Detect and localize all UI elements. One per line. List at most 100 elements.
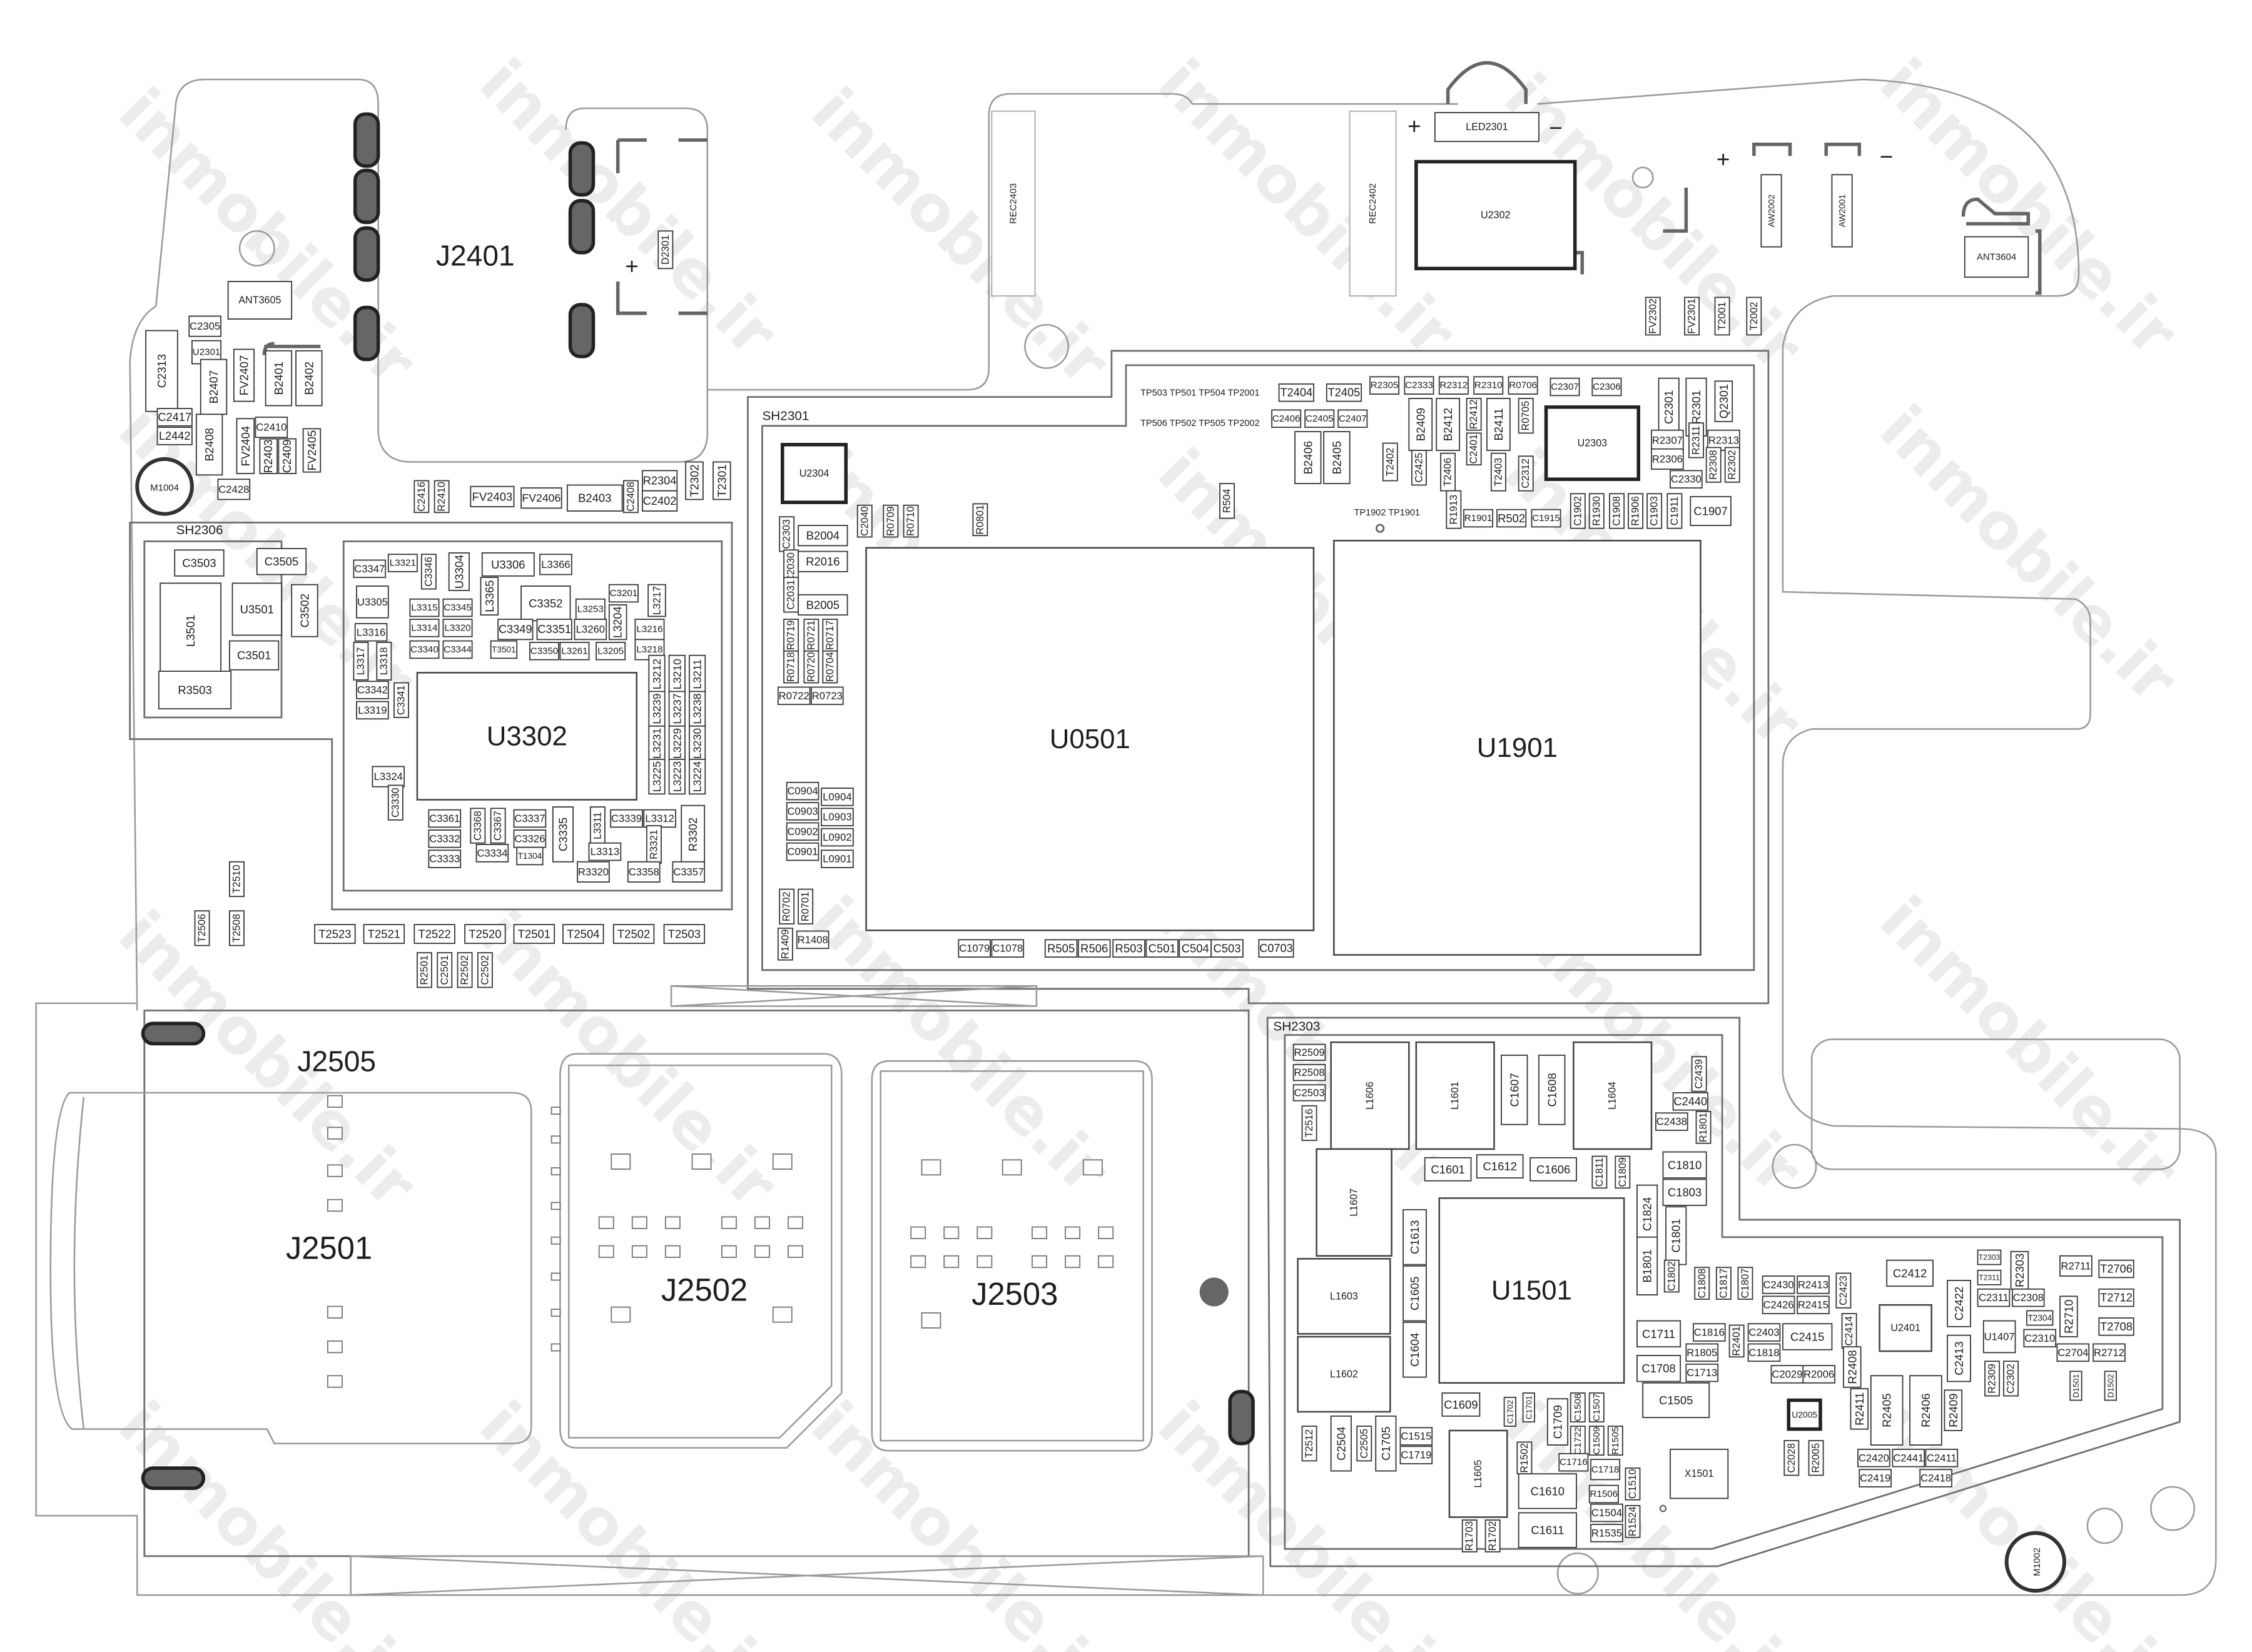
component-c1709: C1709 xyxy=(1546,1398,1569,1446)
contact-pad xyxy=(772,1306,793,1323)
contact-pad xyxy=(664,1216,681,1229)
component-t2706: T2706 xyxy=(2098,1259,2134,1279)
component-r1801: R1801 xyxy=(1695,1111,1712,1144)
component-b2407: B2407 xyxy=(200,358,228,415)
component-designator: C2409 xyxy=(281,439,293,473)
component-outline xyxy=(883,504,899,538)
component-outline xyxy=(1330,1415,1352,1472)
contact-pad xyxy=(598,1245,614,1258)
component-r0718: R0718 xyxy=(783,650,799,684)
component-outline xyxy=(420,554,437,590)
component-designator: L3365 xyxy=(483,580,496,612)
component-c3326: C3326 xyxy=(513,829,547,848)
component-outline xyxy=(798,550,848,572)
component-r1409: R1409 xyxy=(777,927,793,961)
component-outline xyxy=(2056,1343,2090,1362)
component-designator: C2410 xyxy=(256,422,287,433)
watermark-text: inmobile.ir xyxy=(466,1387,791,1652)
component-c1713: C1713 xyxy=(1685,1363,1719,1382)
component-outline xyxy=(409,598,440,617)
connector-label: J2401 xyxy=(436,240,515,272)
mount-m1004: M1004 xyxy=(135,457,194,516)
component-outline xyxy=(442,598,473,617)
component-designator: C1713 xyxy=(1686,1367,1717,1379)
component-designator: C2425 xyxy=(1413,453,1424,483)
component-outline xyxy=(1590,1503,1623,1523)
watermark-text: inmobile.ir xyxy=(1866,45,2191,370)
component-c504: C504 xyxy=(1179,939,1212,958)
component-designator: T2516 xyxy=(1304,1109,1315,1138)
component-l3318: L3318 xyxy=(376,642,392,681)
component-designator: R1913 xyxy=(1448,495,1459,525)
component-outline xyxy=(1590,1524,1623,1543)
component-outline xyxy=(1278,383,1314,402)
component-designator: T2304 xyxy=(2027,1313,2052,1322)
component-outline xyxy=(314,924,356,945)
component-r0717: R0717 xyxy=(822,619,838,652)
component-outline xyxy=(1835,1272,1852,1309)
component-outline xyxy=(1402,1265,1427,1322)
component-outline xyxy=(647,584,666,617)
contact-pad xyxy=(327,1305,343,1319)
component-designator: C3330 xyxy=(390,788,401,818)
component-designator: L3218 xyxy=(636,644,662,655)
component-l3225: L3225 xyxy=(648,758,666,795)
component-designator: U1901 xyxy=(1477,732,1558,763)
component-outline xyxy=(1737,1267,1753,1300)
component-designator: U0501 xyxy=(1050,724,1130,754)
component-l3501: L3501 xyxy=(160,582,221,679)
component-outline xyxy=(160,582,221,679)
component-outline xyxy=(1434,112,1539,143)
contact-pad xyxy=(910,1226,926,1239)
component-r0706: R0706 xyxy=(1508,376,1538,395)
component-designator: R1502 xyxy=(1519,1443,1530,1473)
component-l3205: L3205 xyxy=(596,642,626,661)
contact-pad xyxy=(664,1245,681,1258)
component-l3311: L3311 xyxy=(589,806,606,845)
connector-label: J2505 xyxy=(297,1045,376,1077)
watermark-text: inmobile.ir xyxy=(798,1387,1123,1652)
component-outline xyxy=(903,504,919,538)
component-designator: R2415 xyxy=(1798,1299,1828,1311)
component-c1902: C1902 xyxy=(1570,493,1586,529)
component-b2408: B2408 xyxy=(195,413,223,476)
component-designator: R2313 xyxy=(1708,434,1739,446)
component-outline xyxy=(1670,470,1703,489)
component-designator: U2302 xyxy=(1481,210,1511,221)
component-outline xyxy=(233,348,255,402)
component-designator: C3334 xyxy=(477,847,507,859)
component-outline xyxy=(513,829,547,848)
component-l3229: L3229 xyxy=(668,725,686,762)
component-designator: B2407 xyxy=(207,370,220,403)
mount-m1002: M1002 xyxy=(2004,1531,2066,1593)
component-designator: C1817 xyxy=(1718,1269,1729,1299)
component-l3210: L3210 xyxy=(668,654,686,694)
connector-label: J2501 xyxy=(286,1230,372,1265)
component-outline xyxy=(689,691,706,727)
contact-pad xyxy=(550,1167,561,1175)
component-c1811: C1811 xyxy=(1591,1155,1608,1189)
component-outline xyxy=(1658,377,1680,437)
component-outline xyxy=(1210,939,1244,958)
component-c1708: C1708 xyxy=(1636,1355,1681,1382)
component-designator: C1718 xyxy=(1591,1464,1620,1475)
component-designator: T2405 xyxy=(1328,387,1361,399)
component-designator: R2410 xyxy=(436,482,447,512)
component-designator: C3340 xyxy=(410,644,439,655)
component-outline xyxy=(1715,1267,1732,1300)
component-outline xyxy=(648,654,666,694)
component-designator: R2310 xyxy=(1474,380,1503,391)
component-designator: C2441 xyxy=(1893,1452,1924,1464)
component-designator: C1907 xyxy=(1693,504,1727,517)
component-designator: C2029 xyxy=(1772,1368,1802,1380)
component-r2310: R2310 xyxy=(1473,376,1504,395)
component-designator: C0901 xyxy=(788,846,818,858)
component-c3344: C3344 xyxy=(442,640,473,659)
component-outline xyxy=(1112,939,1145,958)
component-outline xyxy=(786,842,819,861)
component-t2311: T2311 xyxy=(1977,1269,2002,1285)
component-designator: C3337 xyxy=(514,813,545,824)
component-outline xyxy=(1746,296,1762,336)
mount-label: M1002 xyxy=(2032,1548,2042,1576)
component-l0904: L0904 xyxy=(821,788,854,806)
